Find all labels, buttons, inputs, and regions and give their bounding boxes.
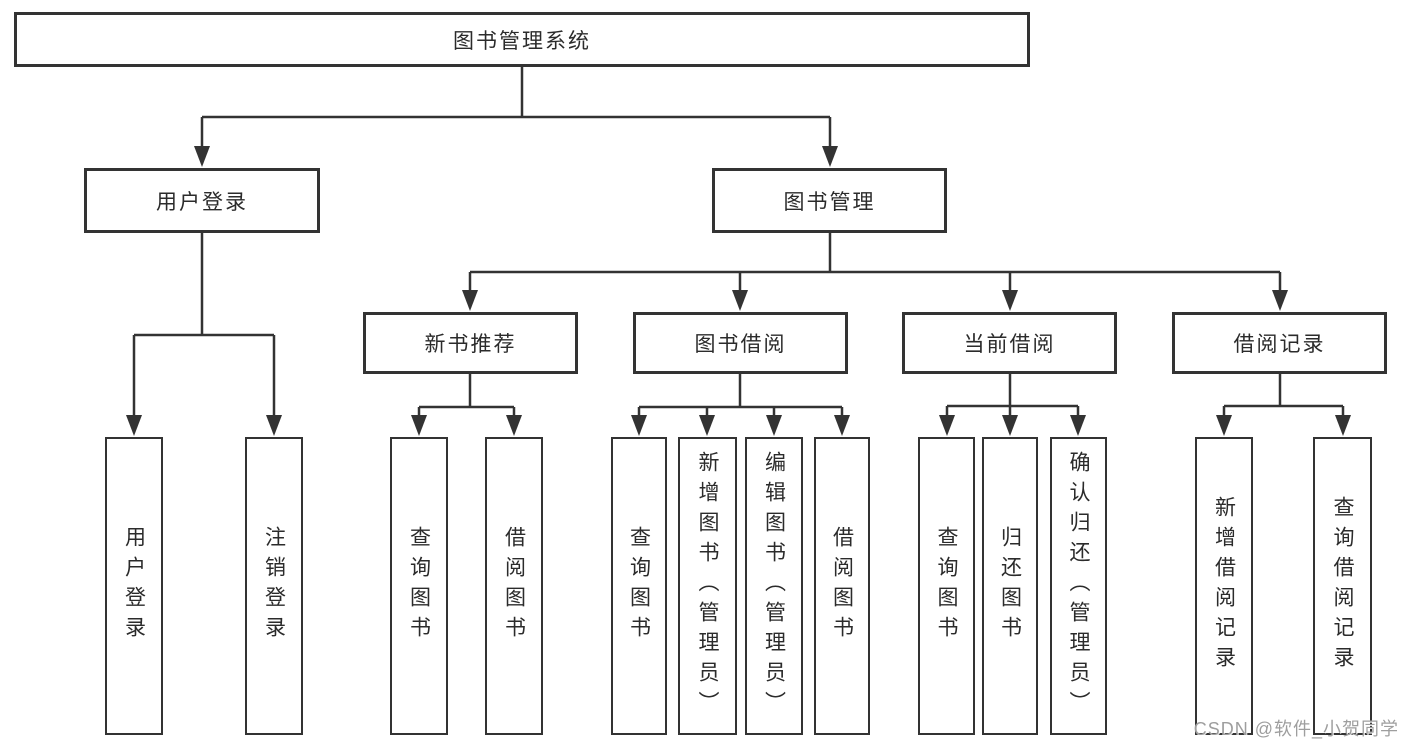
node-label: 借阅记录 bbox=[1233, 333, 1326, 356]
node-book-borrowing: 图书借阅 bbox=[633, 312, 848, 374]
node-label: 图书管理 bbox=[783, 190, 876, 214]
node-label: 新增图书（管理员） bbox=[696, 451, 719, 721]
leaf-confirm-return-admin: 确认归还（管理员） bbox=[1050, 437, 1107, 735]
node-borrowing-records: 借阅记录 bbox=[1172, 312, 1387, 374]
node-label: 用户登录 bbox=[156, 190, 248, 214]
leaf-add-book-admin: 新增图书（管理员） bbox=[678, 437, 737, 735]
csdn-watermark: CSDN @软件_小贺同学 bbox=[1193, 719, 1399, 739]
node-label: 查询图书 bbox=[407, 526, 431, 646]
arrowheads bbox=[126, 146, 1351, 436]
leaf-query-books-borrowing: 查询图书 bbox=[611, 437, 667, 735]
leaf-add-borrow-record: 新增借阅记录 bbox=[1195, 437, 1253, 735]
leaf-borrow-books: 借阅图书 bbox=[814, 437, 870, 735]
node-label: 编辑图书（管理员） bbox=[762, 451, 786, 721]
node-label: 借阅图书 bbox=[502, 526, 526, 646]
node-label: 查询图书 bbox=[627, 526, 651, 646]
node-label: 查询借阅记录 bbox=[1331, 496, 1354, 676]
node-user-login-branch: 用户登录 bbox=[84, 168, 320, 233]
node-label: 图书借阅 bbox=[694, 333, 787, 356]
node-label: 借阅图书 bbox=[830, 526, 854, 646]
node-label: 归还图书 bbox=[998, 526, 1022, 646]
leaf-return-books: 归还图书 bbox=[982, 437, 1038, 735]
node-label: 图书管理系统 bbox=[453, 29, 591, 53]
node-label: 注销登录 bbox=[262, 526, 286, 646]
leaf-borrow-books-recommend: 借阅图书 bbox=[485, 437, 543, 735]
leaf-logout: 注销登录 bbox=[245, 437, 303, 735]
node-label: 当前借阅 bbox=[963, 333, 1056, 356]
node-label: 查询图书 bbox=[935, 526, 958, 646]
node-label: 确认归还（管理员） bbox=[1067, 451, 1090, 721]
node-new-book-recommendation: 新书推荐 bbox=[363, 312, 578, 374]
leaf-query-books-recommend: 查询图书 bbox=[390, 437, 448, 735]
node-label: 新增借阅记录 bbox=[1212, 496, 1236, 676]
leaf-user-login: 用户登录 bbox=[105, 437, 163, 735]
leaf-query-books-current: 查询图书 bbox=[918, 437, 975, 735]
leaf-edit-book-admin: 编辑图书（管理员） bbox=[745, 437, 803, 735]
node-library-management-system: 图书管理系统 bbox=[14, 12, 1030, 67]
node-book-management-branch: 图书管理 bbox=[712, 168, 947, 233]
leaf-query-borrow-record: 查询借阅记录 bbox=[1313, 437, 1372, 735]
node-current-borrowing: 当前借阅 bbox=[902, 312, 1117, 374]
node-label: 用户登录 bbox=[122, 526, 146, 646]
node-label: 新书推荐 bbox=[424, 333, 517, 356]
